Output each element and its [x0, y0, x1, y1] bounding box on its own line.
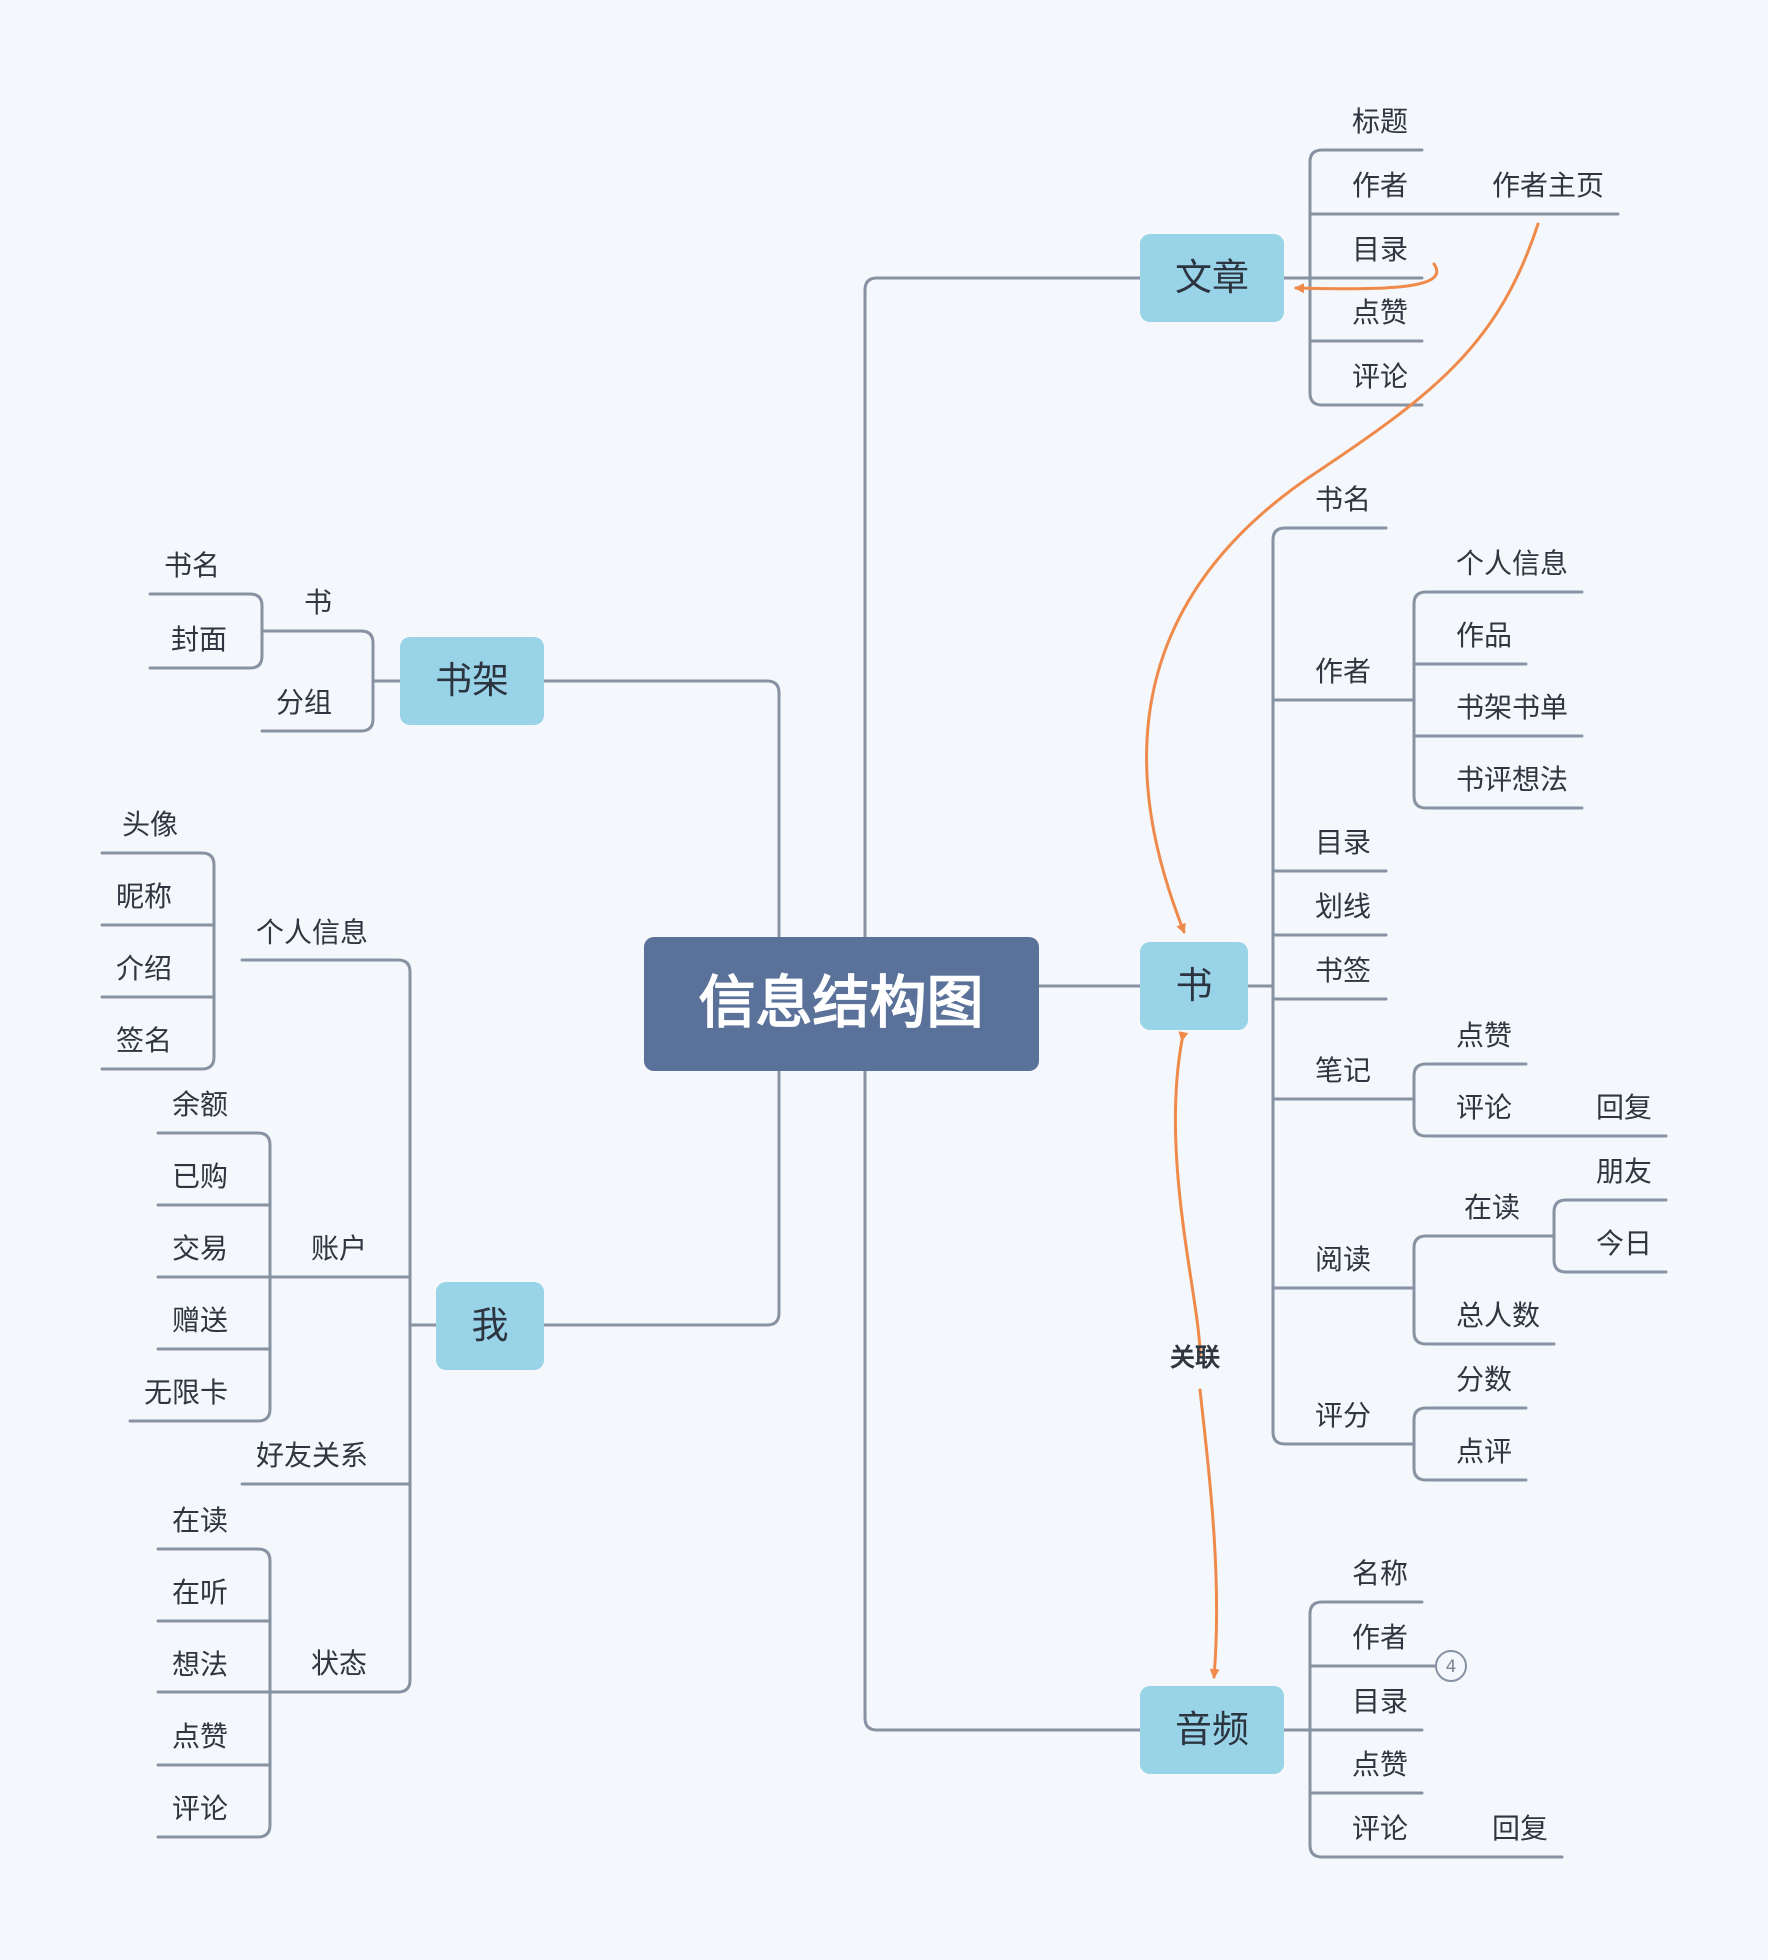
me-status-comments[interactable]: 评论	[172, 1792, 228, 1825]
book-item-bookmark[interactable]: 书签	[1315, 954, 1371, 987]
me-profile[interactable]: 个人信息	[256, 916, 368, 949]
audio-item-reply[interactable]: 回复	[1492, 1812, 1548, 1845]
me-account-transactions[interactable]: 交易	[172, 1232, 228, 1265]
bookshelf-book-cover[interactable]: 封面	[171, 623, 227, 656]
audio-item-author[interactable]: 作者	[1352, 1621, 1408, 1654]
book-reading-total[interactable]: 总人数	[1456, 1299, 1540, 1332]
root-node[interactable]: 信息结构图	[644, 937, 1039, 1071]
node-article[interactable]: 文章	[1140, 234, 1284, 322]
me-status-reading[interactable]: 在读	[172, 1504, 228, 1537]
node-bookshelf-label: 书架	[435, 659, 509, 702]
node-audio-label: 音频	[1175, 1708, 1249, 1751]
audio-item-comment[interactable]: 评论	[1352, 1812, 1408, 1845]
audio-branch: 名称 作者 目录 点赞 评论 回复 4	[1281, 1557, 1564, 1859]
book-item-name[interactable]: 书名	[1315, 483, 1371, 516]
relation-label: 关联	[1170, 1343, 1220, 1372]
collapsed-count-badge[interactable]: 4	[1435, 1650, 1467, 1682]
audio-item-like[interactable]: 点赞	[1352, 1748, 1408, 1781]
book-notes-like[interactable]: 点赞	[1456, 1019, 1512, 1052]
book-author-profile[interactable]: 个人信息	[1456, 547, 1568, 580]
node-audio[interactable]: 音频	[1140, 1686, 1284, 1774]
me-status[interactable]: 状态	[311, 1647, 367, 1680]
book-rating-score[interactable]: 分数	[1456, 1363, 1512, 1396]
book-reading-now[interactable]: 在读	[1464, 1191, 1520, 1224]
book-notes-reply[interactable]: 回复	[1596, 1091, 1652, 1124]
node-bookshelf[interactable]: 书架	[400, 637, 544, 725]
bookshelf-group[interactable]: 分组	[276, 686, 332, 719]
edge-root-bookshelf	[540, 679, 781, 942]
me-branch: 个人信息 账户 好友关系 状态 头像 昵称 介绍 签名 余额 已购 交易 赠送 …	[100, 808, 438, 1839]
bookshelf-book-bracket	[148, 592, 264, 670]
me-account-balance[interactable]: 余额	[172, 1088, 228, 1121]
root-connectors	[540, 276, 1144, 1732]
book-item-toc[interactable]: 目录	[1315, 826, 1371, 859]
me-account-gifts[interactable]: 赠送	[172, 1304, 228, 1337]
bookshelf-book-name[interactable]: 书名	[164, 549, 220, 582]
svg-text:4: 4	[1446, 1657, 1457, 1677]
me-friends[interactable]: 好友关系	[256, 1439, 368, 1472]
node-book[interactable]: 书	[1140, 942, 1248, 1030]
me-status-thoughts[interactable]: 想法	[172, 1648, 228, 1681]
book-author-shelflists[interactable]: 书架书单	[1456, 691, 1568, 724]
book-rating-bracket	[1412, 1406, 1528, 1482]
article-branch: 标题 作者 目录 点赞 评论 作者主页	[1281, 105, 1620, 407]
me-account-unlimited-card[interactable]: 无限卡	[144, 1376, 228, 1409]
article-item-toc[interactable]: 目录	[1352, 233, 1408, 266]
book-item-rating[interactable]: 评分	[1315, 1399, 1371, 1432]
me-profile-nickname[interactable]: 昵称	[116, 880, 172, 913]
book-item-underline[interactable]: 划线	[1315, 890, 1371, 923]
relation-toc-to-article	[1294, 262, 1439, 294]
edge-root-article	[863, 276, 1144, 942]
node-me-label: 我	[472, 1304, 509, 1347]
book-item-reading[interactable]: 阅读	[1315, 1243, 1371, 1276]
book-reading-now-bracket	[1552, 1198, 1668, 1274]
article-item-like[interactable]: 点赞	[1352, 296, 1408, 329]
book-reading-today[interactable]: 今日	[1596, 1227, 1652, 1260]
node-me[interactable]: 我	[436, 1282, 544, 1370]
book-branch: 书名 作者 目录 划线 书签 笔记 阅读 评分 个人信息 作品 书架书单 书评想…	[1245, 483, 1668, 1482]
root-label: 信息结构图	[699, 970, 984, 1036]
me-account-purchased[interactable]: 已购	[172, 1160, 228, 1193]
bookshelf-book[interactable]: 书	[304, 586, 332, 619]
book-author-reviews[interactable]: 书评想法	[1456, 763, 1568, 796]
me-bracket	[240, 958, 412, 1694]
book-notes-comment[interactable]: 评论	[1456, 1091, 1512, 1124]
me-profile-bracket	[100, 851, 216, 1071]
article-item-title[interactable]: 标题	[1352, 105, 1408, 138]
me-status-likes[interactable]: 点赞	[172, 1720, 228, 1753]
book-rating-review[interactable]: 点评	[1456, 1435, 1512, 1468]
article-author-home[interactable]: 作者主页	[1492, 169, 1604, 202]
edge-root-audio	[863, 1068, 1144, 1732]
me-profile-signature[interactable]: 签名	[116, 1024, 172, 1057]
relations: 关联	[1145, 222, 1540, 1677]
book-item-notes[interactable]: 笔记	[1315, 1054, 1371, 1087]
bookshelf-branch: 书 分组 书名 封面	[148, 549, 402, 733]
me-account[interactable]: 账户	[311, 1232, 367, 1265]
audio-item-toc[interactable]: 目录	[1352, 1685, 1408, 1718]
book-author-bracket	[1412, 590, 1584, 810]
me-status-listening[interactable]: 在听	[172, 1576, 228, 1609]
audio-item-name[interactable]: 名称	[1352, 1557, 1408, 1590]
relation-book-audio	[1175, 1040, 1216, 1677]
book-author-works[interactable]: 作品	[1456, 619, 1512, 652]
me-profile-intro[interactable]: 介绍	[116, 952, 172, 985]
article-item-author[interactable]: 作者	[1352, 169, 1408, 202]
book-reading-friends[interactable]: 朋友	[1596, 1155, 1652, 1188]
article-item-comment[interactable]: 评论	[1352, 360, 1408, 393]
relation-author-home-to-book	[1145, 222, 1540, 934]
node-article-label: 文章	[1175, 256, 1249, 299]
bookshelf-bracket	[260, 629, 375, 733]
book-reading-bracket	[1412, 1234, 1556, 1346]
book-notes-bracket	[1412, 1062, 1668, 1138]
book-item-author[interactable]: 作者	[1315, 655, 1371, 688]
node-book-label: 书	[1176, 964, 1213, 1007]
book-bracket	[1271, 526, 1414, 1446]
me-profile-avatar[interactable]: 头像	[122, 808, 178, 841]
edge-root-me	[540, 1068, 781, 1327]
